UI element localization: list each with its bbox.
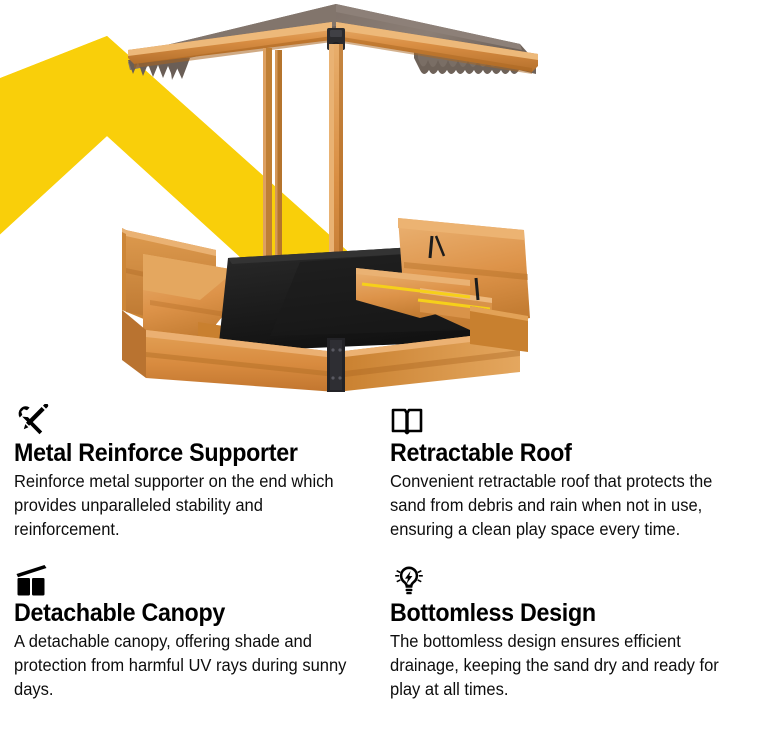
feature-title: Metal Reinforce Supporter bbox=[14, 439, 298, 467]
feature-description: Reinforce metal supporter on the end whi… bbox=[14, 471, 334, 539]
feature-icon-wrap bbox=[14, 398, 364, 438]
sandbox-body bbox=[122, 218, 530, 392]
feature-retractable-roof: Retractable Roof Convenient retractable … bbox=[382, 392, 760, 552]
feature-description: Convenient retractable roof that protect… bbox=[390, 471, 713, 539]
feature-detachable-canopy: Detachable Canopy A detachable canopy, o… bbox=[0, 552, 382, 712]
feature-icon-wrap bbox=[390, 558, 744, 598]
product-hero-image bbox=[0, 4, 538, 392]
feature-bottomless-design: Bottomless Design The bottomless design … bbox=[382, 552, 760, 712]
feature-metal-reinforce-supporter: Metal Reinforce Supporter Reinforce meta… bbox=[0, 392, 382, 552]
lightbulb-icon bbox=[395, 566, 423, 595]
open-book-icon bbox=[391, 408, 423, 435]
feature-title: Retractable Roof bbox=[390, 439, 572, 467]
canopy-wooden-frame bbox=[128, 22, 538, 344]
feature-title: Detachable Canopy bbox=[14, 599, 226, 627]
feature-title: Bottomless Design bbox=[390, 599, 596, 627]
sandbox-product-illustration bbox=[0, 4, 538, 392]
feature-description: A detachable canopy, offering shade and … bbox=[14, 631, 347, 699]
feature-icon-wrap bbox=[14, 558, 364, 598]
canopy-icon bbox=[16, 565, 47, 596]
tools-icon bbox=[18, 404, 49, 435]
feature-description: The bottomless design ensures efficient … bbox=[390, 631, 719, 699]
feature-icon-wrap bbox=[390, 398, 744, 438]
feature-grid: Metal Reinforce Supporter Reinforce meta… bbox=[0, 392, 760, 750]
